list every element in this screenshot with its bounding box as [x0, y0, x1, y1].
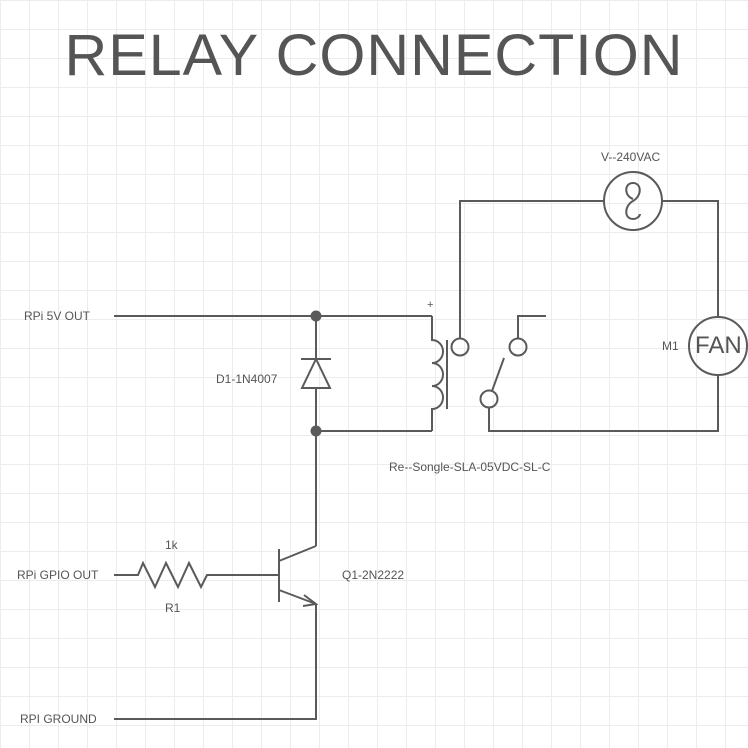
- label-resistor-ref: R1: [165, 601, 181, 615]
- diagram-title: RELAY CONNECTION: [64, 23, 684, 88]
- label-diode: D1-1N4007: [216, 372, 278, 386]
- diode-symbol: [300, 356, 332, 389]
- label-rpi-5v-out: RPi 5V OUT: [24, 309, 91, 323]
- resistor-symbol: [114, 560, 279, 590]
- relay-coil: [431, 316, 448, 431]
- junction-dot: [310, 310, 322, 322]
- label-fan: FAN: [695, 332, 742, 359]
- label-relay-polarity: +: [427, 299, 434, 311]
- relay-com-contact: [450, 337, 470, 357]
- relay-switch: [450, 337, 528, 409]
- label-transistor: Q1-2N2222: [342, 568, 405, 582]
- wire-relay-to-ac: [459, 200, 604, 339]
- relay-moving-contact: [479, 389, 499, 409]
- label-ac-source: V--240VAC: [601, 150, 661, 164]
- label-resistor-value: 1k: [165, 538, 178, 552]
- wire-emitter-to-ground: [114, 604, 317, 720]
- label-rpi-ground: RPI GROUND: [20, 712, 97, 726]
- wire-relay-no-stub: [517, 315, 546, 339]
- wire-ac-to-fan: [662, 200, 719, 317]
- label-rpi-gpio-out: RPi GPIO OUT: [17, 568, 99, 582]
- transistor-symbol: [278, 545, 319, 607]
- junction-dot: [310, 425, 322, 437]
- label-relay: Re--Songle-SLA-05VDC-SL-C: [389, 460, 551, 474]
- label-motor-ref: M1: [662, 339, 679, 353]
- ac-source-symbol: [603, 171, 663, 231]
- fan-motor-symbol: [688, 316, 748, 376]
- wire-relay-to-fan: [488, 375, 719, 432]
- relay-no-contact: [508, 337, 528, 357]
